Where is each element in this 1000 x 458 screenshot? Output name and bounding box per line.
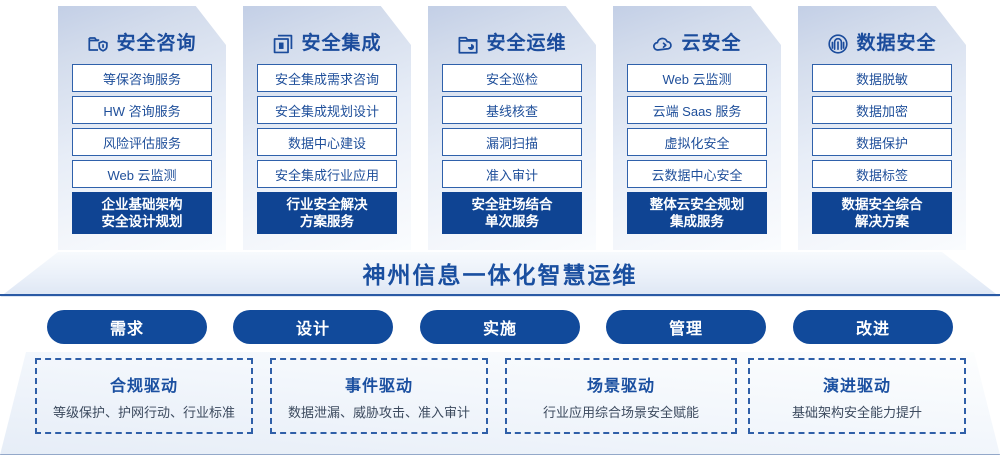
pillar-item-list: 安全巡检 基线核查 漏洞扫描 准入审计 安全驻场结合 单次服务 — [442, 64, 582, 234]
driver-subtitle: 行业应用综合场景安全赋能 — [542, 404, 699, 420]
pillar-highlight-line1: 企业基础架构 — [101, 197, 183, 212]
pillar-item[interactable]: 数据保护 — [812, 128, 952, 156]
folder-chart-icon — [457, 33, 479, 55]
driver-card-compliance[interactable]: 合规驱动 等级保护、护网行动、行业标准 — [35, 358, 253, 434]
phase-pill-row: 需求 设计 实施 管理 改进 — [0, 310, 1000, 344]
pillar-columns: 安全咨询 等保咨询服务 HW 咨询服务 风险评估服务 Web 云监测 企业基础架… — [58, 6, 966, 250]
folder-shield-icon — [87, 33, 109, 55]
pillar-header: 云安全 — [613, 28, 781, 60]
phase-pill-management[interactable]: 管理 — [606, 310, 766, 344]
pillar-header: 安全集成 — [243, 28, 411, 60]
pillar-highlight-card[interactable]: 行业安全解决 方案服务 — [257, 192, 397, 234]
pillar-card-data-security[interactable]: 数据安全 数据脱敏 数据加密 数据保护 数据标签 数据安全综合 解决方案 — [798, 6, 966, 250]
pillar-highlight-card[interactable]: 企业基础架构 安全设计规划 — [72, 192, 212, 234]
pillar-item[interactable]: 安全集成需求咨询 — [257, 64, 397, 92]
pillar-item[interactable]: 准入审计 — [442, 160, 582, 188]
pillar-item[interactable]: 数据标签 — [812, 160, 952, 188]
pillar-highlight-card[interactable]: 整体云安全规划 集成服务 — [627, 192, 767, 234]
pillar-item[interactable]: 安全集成规划设计 — [257, 96, 397, 124]
pillar-card-cloud-security[interactable]: 云安全 Web 云监测 云端 Saas 服务 虚拟化安全 云数据中心安全 整体云… — [613, 6, 781, 250]
pillar-title: 安全咨询 — [116, 33, 197, 54]
pillar-item[interactable]: 基线核查 — [442, 96, 582, 124]
pillar-item[interactable]: 等保咨询服务 — [72, 64, 212, 92]
driver-title: 事件驱动 — [344, 377, 413, 395]
driver-title: 场景驱动 — [586, 377, 655, 395]
pillar-title: 安全集成 — [301, 33, 382, 54]
banner-divider — [0, 294, 1000, 296]
pillar-highlight-line1: 安全驻场结合 — [471, 197, 553, 212]
pillar-title: 数据安全 — [856, 33, 937, 54]
pillar-item[interactable]: 虚拟化安全 — [627, 128, 767, 156]
pillar-highlight-line1: 整体云安全规划 — [649, 197, 745, 212]
phase-pill-implementation[interactable]: 实施 — [420, 310, 580, 344]
platform-banner — [0, 252, 1000, 297]
pillar-item[interactable]: Web 云监测 — [627, 64, 767, 92]
fingerprint-icon — [827, 33, 849, 55]
phase-pill-design[interactable]: 设计 — [233, 310, 393, 344]
pillar-highlight-line1: 行业安全解决 — [286, 197, 368, 212]
pillar-header: 安全运维 — [428, 28, 596, 60]
pillar-title: 安全运维 — [486, 33, 567, 54]
pillar-item[interactable]: HW 咨询服务 — [72, 96, 212, 124]
driver-subtitle: 数据泄漏、威胁攻击、准入审计 — [287, 404, 470, 420]
pillar-highlight-line2: 单次服务 — [485, 214, 539, 229]
driver-title: 演进驱动 — [822, 377, 891, 395]
pillar-item-list: 数据脱敏 数据加密 数据保护 数据标签 数据安全综合 解决方案 — [812, 64, 952, 234]
pillar-card-security-integration[interactable]: 安全集成 安全集成需求咨询 安全集成规划设计 数据中心建设 安全集成行业应用 行… — [243, 6, 411, 250]
pillar-highlight-line2: 方案服务 — [300, 214, 354, 229]
pillar-title: 云安全 — [681, 33, 742, 54]
pillar-highlight-line2: 解决方案 — [855, 214, 909, 229]
driver-title: 合规驱动 — [109, 377, 178, 395]
pillar-item[interactable]: 数据中心建设 — [257, 128, 397, 156]
pillar-item[interactable]: 云数据中心安全 — [627, 160, 767, 188]
banner-title: 神州信息一体化智慧运维 — [362, 262, 638, 288]
driver-base-panel — [0, 352, 1000, 455]
pillar-item[interactable]: 漏洞扫描 — [442, 128, 582, 156]
driver-subtitle: 基础架构安全能力提升 — [791, 404, 922, 420]
driver-card-evolution[interactable]: 演进驱动 基础架构安全能力提升 — [748, 358, 966, 434]
pillar-item[interactable]: Web 云监测 — [72, 160, 212, 188]
pillar-highlight-card[interactable]: 安全驻场结合 单次服务 — [442, 192, 582, 234]
document-stack-icon — [272, 33, 294, 55]
driver-card-scenario[interactable]: 场景驱动 行业应用综合场景安全赋能 — [505, 358, 737, 434]
pillar-card-security-consulting[interactable]: 安全咨询 等保咨询服务 HW 咨询服务 风险评估服务 Web 云监测 企业基础架… — [58, 6, 226, 250]
pillar-item-list: 等保咨询服务 HW 咨询服务 风险评估服务 Web 云监测 企业基础架构 安全设… — [72, 64, 212, 234]
phase-pill-requirement[interactable]: 需求 — [47, 310, 207, 344]
pillar-header: 数据安全 — [798, 28, 966, 60]
driver-card-incident[interactable]: 事件驱动 数据泄漏、威胁攻击、准入审计 — [270, 358, 488, 434]
pillar-item[interactable]: 云端 Saas 服务 — [627, 96, 767, 124]
driver-subtitle: 等级保护、护网行动、行业标准 — [52, 404, 235, 420]
pillar-highlight-line2: 安全设计规划 — [101, 214, 183, 229]
phase-pill-improvement[interactable]: 改进 — [793, 310, 953, 344]
driver-row: 合规驱动 等级保护、护网行动、行业标准 事件驱动 数据泄漏、威胁攻击、准入审计 … — [0, 358, 1000, 446]
pillar-item-list: 安全集成需求咨询 安全集成规划设计 数据中心建设 安全集成行业应用 行业安全解决… — [257, 64, 397, 234]
pillar-item[interactable]: 安全巡检 — [442, 64, 582, 92]
pillar-item[interactable]: 风险评估服务 — [72, 128, 212, 156]
cloud-lock-icon — [652, 33, 674, 55]
pillar-item[interactable]: 数据加密 — [812, 96, 952, 124]
pillar-item[interactable]: 安全集成行业应用 — [257, 160, 397, 188]
pillar-item[interactable]: 数据脱敏 — [812, 64, 952, 92]
pillar-highlight-line1: 数据安全综合 — [841, 197, 923, 212]
pillar-card-security-operations[interactable]: 安全运维 安全巡检 基线核查 漏洞扫描 准入审计 安全驻场结合 单次服务 — [428, 6, 596, 250]
pillar-highlight-line2: 集成服务 — [670, 214, 724, 229]
pillar-highlight-card[interactable]: 数据安全综合 解决方案 — [812, 192, 952, 234]
pillar-item-list: Web 云监测 云端 Saas 服务 虚拟化安全 云数据中心安全 整体云安全规划… — [627, 64, 767, 234]
pillar-header: 安全咨询 — [58, 28, 226, 60]
